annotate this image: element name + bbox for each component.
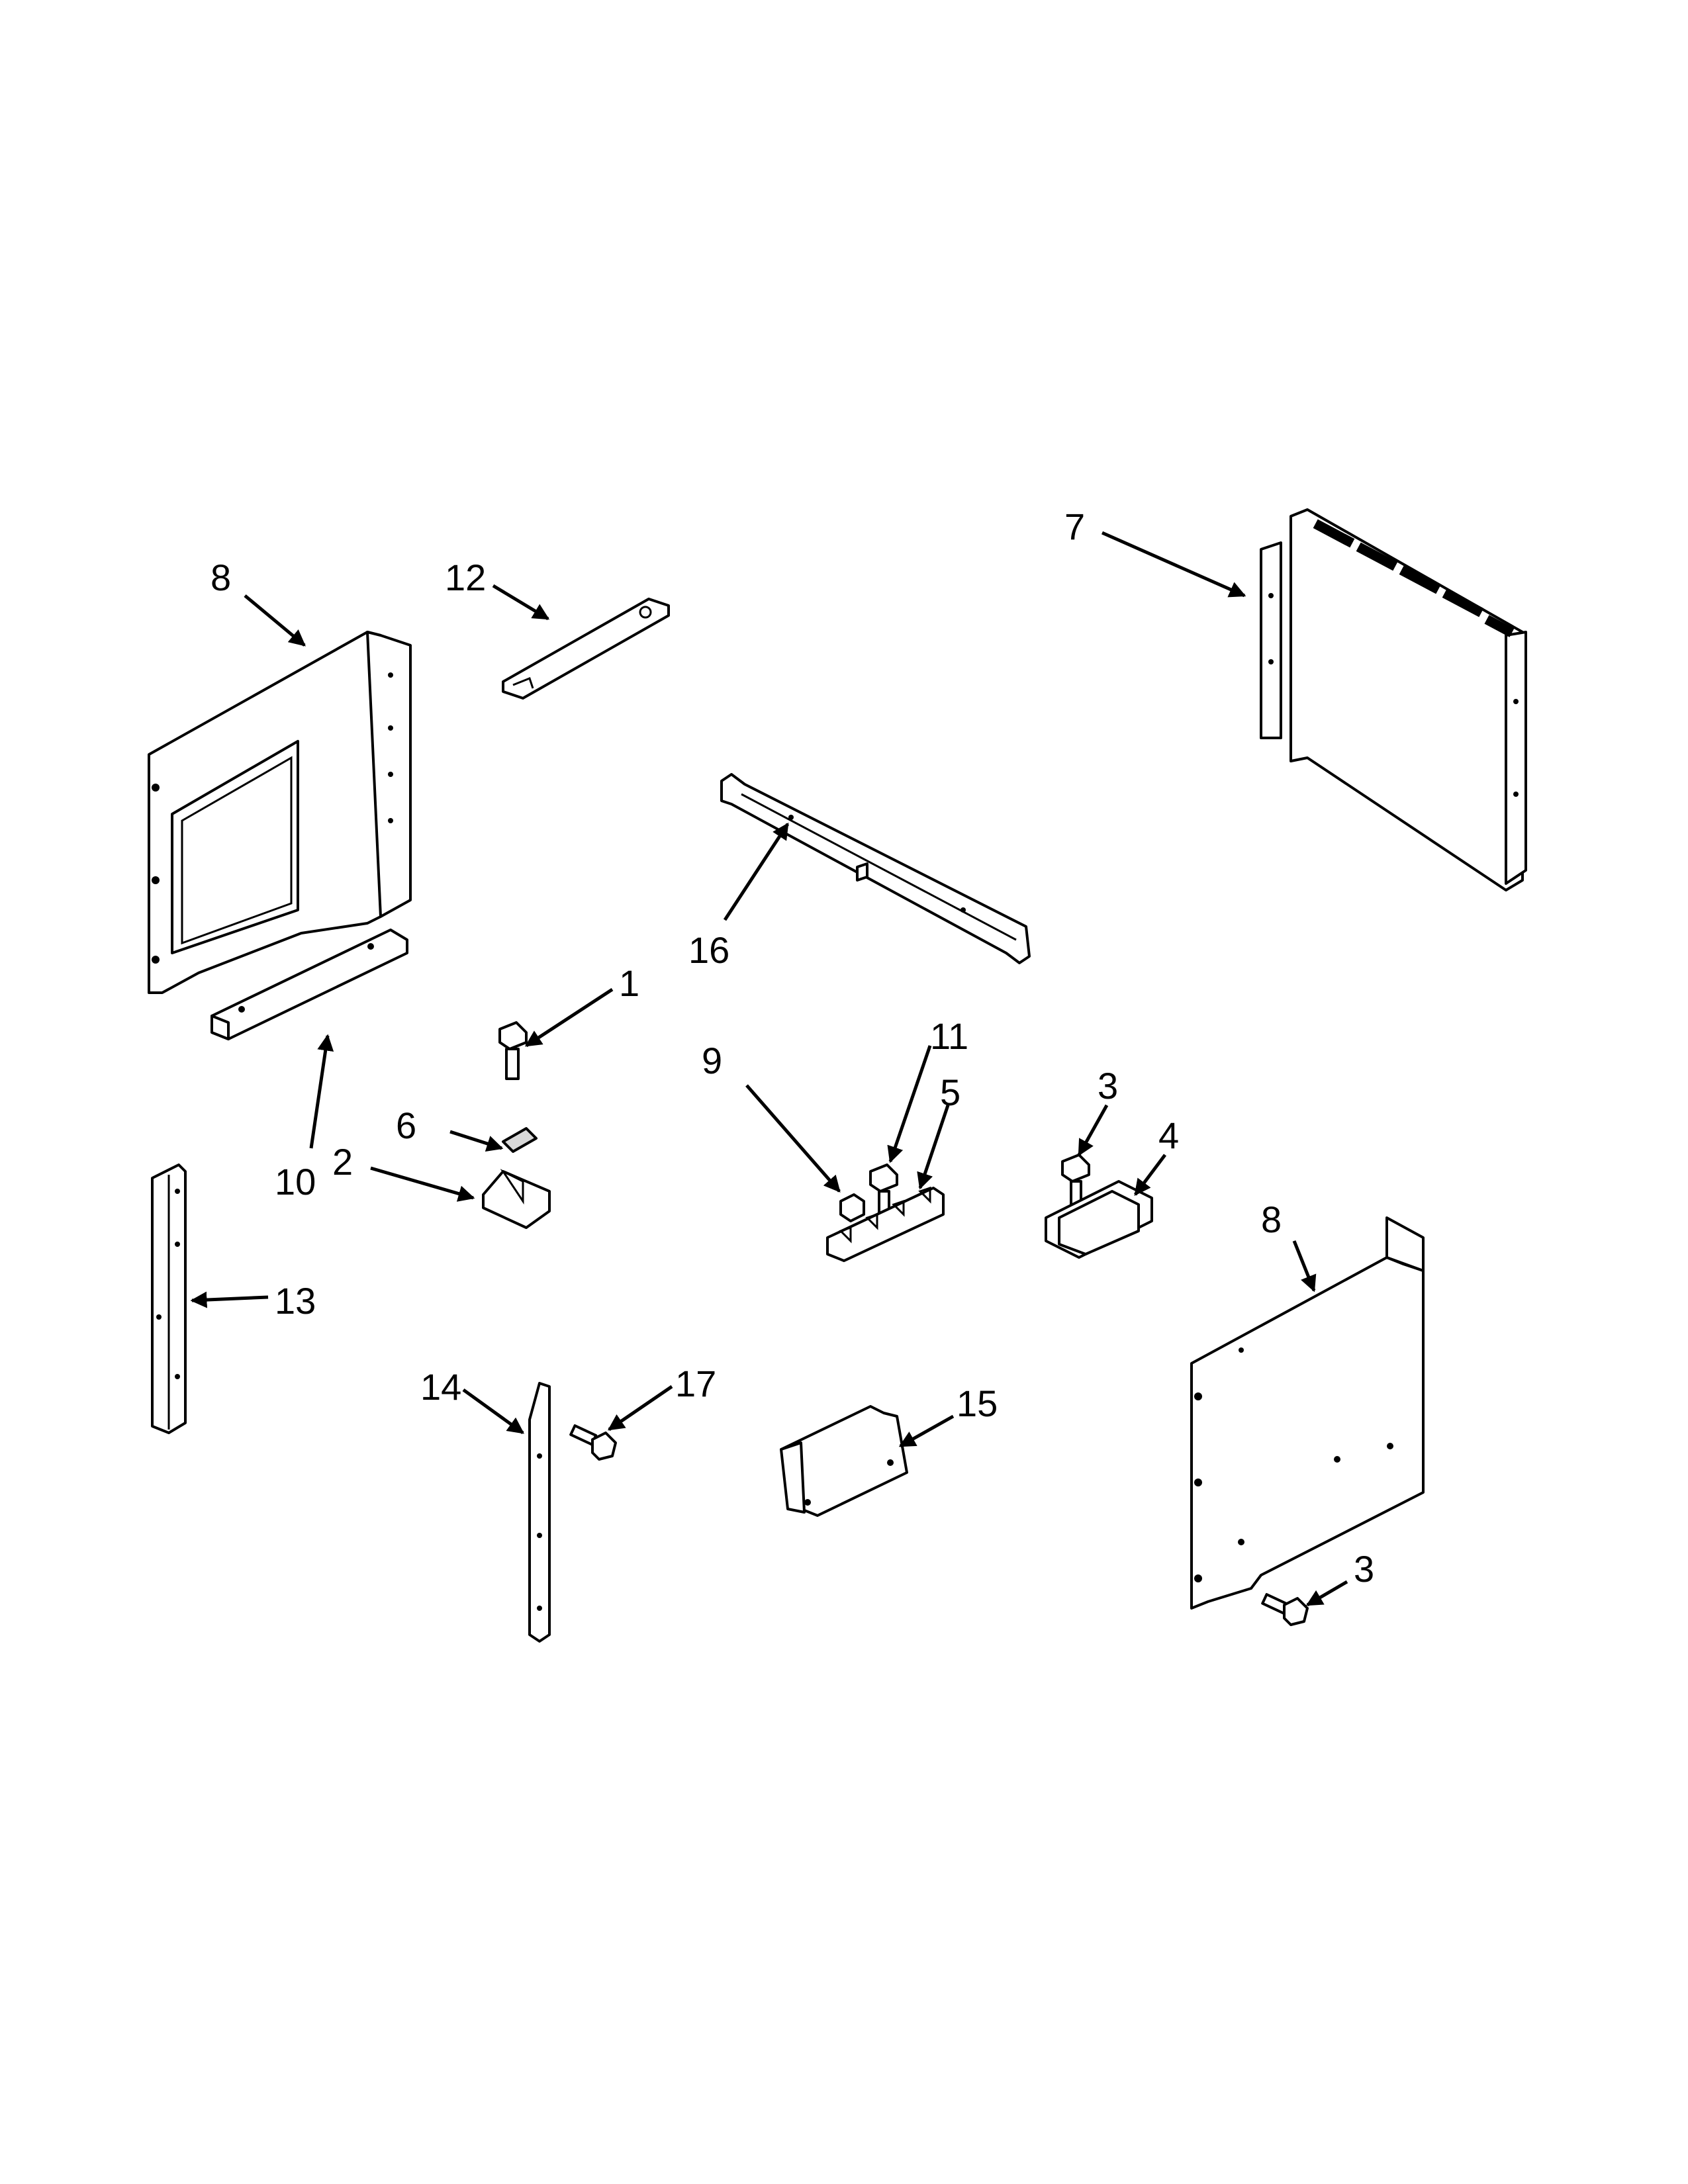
- leader-17: [607, 1385, 673, 1432]
- part-1-screw: [498, 1021, 528, 1080]
- leader-14: [462, 1388, 525, 1435]
- callout-3a: 3: [1098, 1065, 1118, 1107]
- leader-13: [190, 1291, 269, 1308]
- callout-10: 10: [275, 1161, 316, 1203]
- callout-11: 11: [930, 1015, 968, 1057]
- part-9-nut: [839, 1193, 865, 1222]
- leader-12: [492, 584, 550, 621]
- part-2-fuse-holder: [482, 1169, 551, 1229]
- callout-3b: 3: [1354, 1548, 1374, 1590]
- leader-6: [449, 1130, 504, 1152]
- part-16-rail: [720, 773, 1031, 964]
- callout-7: 7: [1064, 506, 1085, 547]
- callout-6: 6: [396, 1105, 416, 1146]
- part-17-screw: [569, 1424, 617, 1461]
- leader-3a: [1077, 1104, 1109, 1157]
- leader-7: [1101, 531, 1246, 598]
- leader-lines: [190, 531, 1348, 1607]
- leader-11: [887, 1045, 932, 1163]
- leader-5: [917, 1105, 950, 1190]
- callout-9: 9: [702, 1040, 722, 1081]
- part-13-strip: [151, 1163, 187, 1434]
- leader-9: [745, 1084, 841, 1193]
- leader-8b: [1292, 1240, 1317, 1293]
- part-6-fuse: [502, 1127, 538, 1153]
- callout-labels: 8 12 7 16 1 9 11 5 3 4 6 2 10 8 13 14 17…: [211, 506, 1374, 1590]
- leader-3b: [1305, 1580, 1348, 1607]
- part-8-right-side-panel: [1190, 1216, 1425, 1610]
- callout-4: 4: [1158, 1115, 1179, 1156]
- part-10-bracket: [211, 929, 408, 1040]
- part-4-box: [1045, 1180, 1153, 1259]
- leader-16: [723, 822, 790, 921]
- callout-14: 14: [420, 1366, 461, 1408]
- leader-1: [524, 987, 614, 1048]
- leader-15: [898, 1414, 955, 1448]
- part-5-terminal-block: [826, 1186, 945, 1262]
- callout-17: 17: [675, 1363, 716, 1404]
- part-8-left-side-panel: [148, 631, 412, 994]
- callout-16: 16: [688, 929, 729, 971]
- callout-15: 15: [957, 1383, 998, 1424]
- leader-8a: [244, 594, 306, 647]
- callout-8b: 8: [1261, 1199, 1282, 1240]
- part-7-rear-panel: [1260, 508, 1527, 891]
- leader-4: [1134, 1154, 1166, 1196]
- callout-1: 1: [619, 962, 639, 1004]
- leader-10: [309, 1034, 334, 1149]
- callout-5: 5: [940, 1071, 961, 1113]
- callout-12: 12: [445, 557, 486, 598]
- callout-2: 2: [332, 1141, 353, 1183]
- callout-13: 13: [275, 1280, 316, 1322]
- part-15-z-bracket: [780, 1405, 908, 1517]
- part-3-screw-lower: [1261, 1593, 1309, 1626]
- part-12-plate: [502, 598, 670, 700]
- part-14-strip: [528, 1382, 551, 1643]
- leader-2: [370, 1166, 475, 1202]
- callout-8a: 8: [211, 557, 231, 598]
